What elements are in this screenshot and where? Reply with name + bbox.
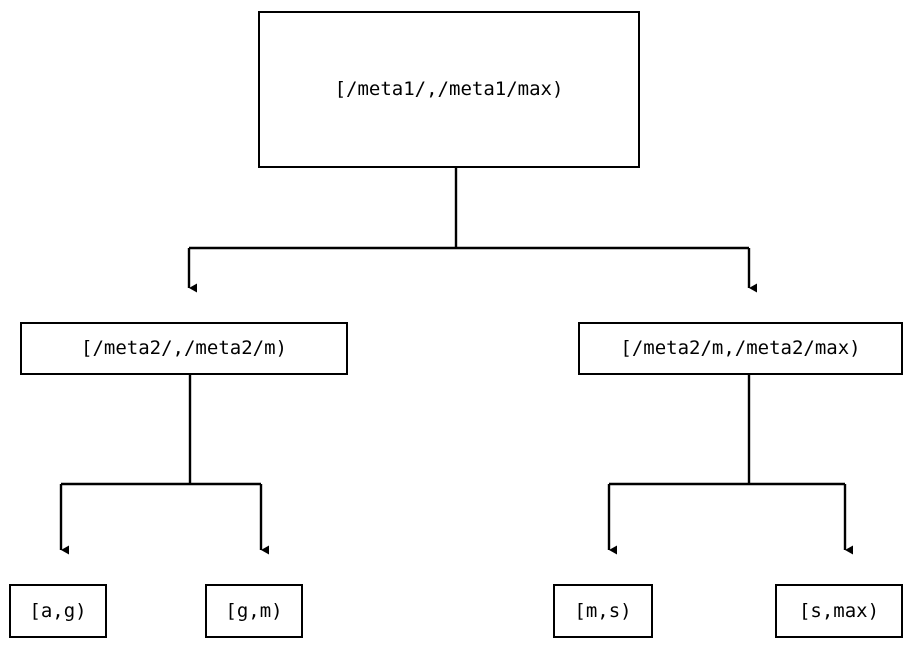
tree-node-leaf-gm[interactable]: [g,m) xyxy=(205,584,303,638)
tree-node-label: [s,max) xyxy=(798,599,880,622)
edge-mid-right-to-leaves xyxy=(607,375,854,555)
tree-node-label: [/meta2/,/meta2/m) xyxy=(81,337,287,359)
tree-node-label: [/meta2/m,/meta2/max) xyxy=(620,337,861,359)
edge-root-to-mid-level xyxy=(187,168,758,293)
edge-mid-left-to-leaves xyxy=(59,375,270,555)
tree-node-root[interactable]: [/meta1/,/meta1/max) xyxy=(258,11,640,168)
tree-node-leaf-ms[interactable]: [m,s) xyxy=(553,584,653,638)
tree-node-mid-left[interactable]: [/meta2/,/meta2/m) xyxy=(20,322,348,375)
tree-node-mid-right[interactable]: [/meta2/m,/meta2/max) xyxy=(578,322,903,375)
tree-node-leaf-ag[interactable]: [a,g) xyxy=(9,584,107,638)
tree-node-label: [g,m) xyxy=(225,599,283,622)
tree-node-leaf-smax[interactable]: [s,max) xyxy=(775,584,903,638)
tree-node-label: [a,g) xyxy=(29,599,87,622)
tree-node-label: [/meta1/,/meta1/max) xyxy=(334,78,564,100)
tree-node-label: [m,s) xyxy=(574,599,632,622)
